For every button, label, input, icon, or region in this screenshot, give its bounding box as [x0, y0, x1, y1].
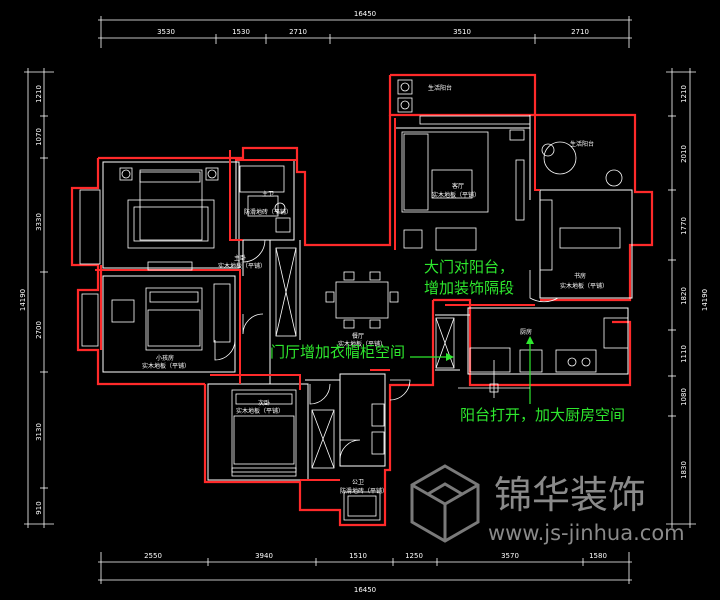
watermark-logo-icon [410, 464, 480, 543]
dimension-lines [24, 16, 696, 584]
watermark-url: www.js-jinhua.com [488, 521, 685, 545]
dim-bottom-6: 1580 [589, 552, 607, 560]
dim-top-4: 3510 [453, 28, 471, 36]
dim-right-6: 1080 [680, 388, 688, 406]
room-floor-bedroom2: 实木地板（平铺） [236, 407, 284, 415]
dim-bottom-total: 16450 [354, 586, 376, 594]
dim-left-4: 2700 [35, 321, 43, 339]
room-label-living: 客厅 [452, 182, 464, 190]
room-floor-bath1: 防滑地砖（平铺） [244, 208, 292, 216]
watermark-brand: 锦华装饰 [494, 473, 646, 517]
dim-right-3: 1770 [680, 217, 688, 235]
dim-right-7: 1830 [680, 461, 688, 479]
room-label-study: 书房 [574, 272, 586, 280]
red-inner-walls [95, 115, 540, 481]
dim-bottom-5: 3570 [501, 552, 519, 560]
room-label-dining: 餐厅 [352, 332, 364, 340]
room-label-bath1: 主卫 [262, 190, 274, 198]
dim-top-2: 1530 [232, 28, 250, 36]
note-hall-arrowhead [446, 353, 454, 361]
room-label-bath2: 公卫 [352, 479, 364, 486]
note-hall-wardrobe: 门厅增加衣帽柜空间 [270, 343, 405, 361]
dim-bottom-2: 3940 [255, 552, 273, 560]
dim-left-5: 3130 [35, 423, 43, 441]
note-entrance-partition-line2: 增加装饰隔段 [424, 279, 514, 297]
dim-bottom-1: 2550 [144, 552, 162, 560]
room-floor-study: 实木地板（平铺） [560, 282, 608, 290]
room-label-balcony: 生活阳台 [428, 84, 452, 92]
dim-bottom-4: 1250 [405, 552, 423, 560]
dim-bottom-3: 1510 [349, 552, 367, 560]
room-label-master-bedroom: 主卧 [234, 254, 246, 262]
room-label-bedroom2: 次卧 [258, 399, 270, 407]
furniture [79, 79, 629, 521]
dim-right-total: 14190 [701, 289, 709, 311]
room-label-small-bedroom: 小孩房 [156, 354, 174, 362]
note-kitchen-arrowhead [526, 336, 534, 344]
dim-left-2: 1070 [35, 128, 43, 146]
room-label-kitchen: 厨房 [520, 328, 532, 336]
dim-right-2: 2010 [680, 145, 688, 163]
room-floor-living: 实木地板（平铺） [432, 191, 480, 199]
dim-right-4: 1820 [680, 287, 688, 305]
dim-left-1: 1210 [35, 85, 43, 103]
room-label-study-balcony: 生活阳台 [570, 140, 594, 148]
room-floor-master: 实木地板（平铺） [218, 262, 266, 270]
exterior-walls [70, 73, 654, 527]
room-floor-bath2: 防滑地砖（平铺） [340, 487, 388, 495]
dim-left-6: 910 [35, 501, 43, 514]
dim-right-5: 1110 [680, 345, 688, 363]
dim-left-3: 3330 [35, 213, 43, 231]
dim-top-total: 16450 [354, 10, 376, 18]
interior-walls [102, 115, 633, 481]
dim-top-1: 3530 [157, 28, 175, 36]
dim-left-total: 14190 [19, 289, 27, 311]
note-entrance-partition-line1: 大门对阳台， [424, 258, 514, 276]
dim-top-5: 2710 [571, 28, 589, 36]
dim-top-3: 2710 [289, 28, 307, 36]
note-kitchen-expand: 阳台打开，加大厨房空间 [460, 406, 625, 424]
doors [214, 239, 559, 461]
dim-right-1: 1210 [680, 85, 688, 103]
room-floor-small: 实木地板（平铺） [142, 362, 190, 370]
crosshair-cursor [458, 360, 530, 398]
room-floor-dining: 实木地板（平铺） [338, 340, 386, 348]
